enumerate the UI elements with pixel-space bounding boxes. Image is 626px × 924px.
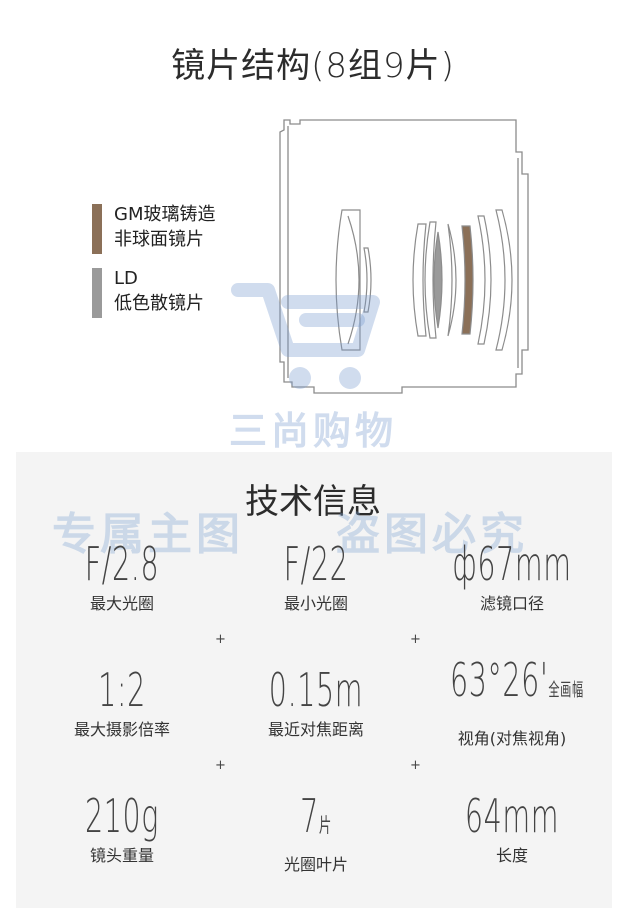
spec-angle-of-view: 63°26'全画幅 视角(对焦视角) [450,653,584,748]
legend-swatch-gray [92,268,102,318]
spec-weight: 210g 镜头重量 [84,789,160,865]
ld-element [433,231,443,329]
cart-watermark-icon [231,283,380,389]
spec-min-focus-distance: 0.15m 最近对焦距离 [267,663,364,739]
legend-swatch-brown [92,204,102,254]
legend-label: GM玻璃铸造 非球面镜片 [114,204,216,250]
spec-max-magnification: 1:2 最大摄影倍率 [73,663,170,739]
spec-filter-diameter: ф67mm 滤镜口径 [452,537,572,613]
watermark-overlay: 专属主图 盗图必究 [0,498,626,560]
spec-min-aperture: F/22 最小光圈 [283,537,349,613]
tech-info-title: 技术信息 [245,482,381,522]
gm-aspherical-element [461,225,474,335]
lens-cross-section-diagram [279,119,529,394]
watermark-right: 盗图必究 [336,509,528,560]
separator-plus: + [215,632,226,647]
spec-aperture-blades: 7片 光圈叶片 [283,789,348,874]
lens-structure-section [0,0,626,452]
lens-structure-title: 镜片结构(8组9片) [171,46,455,86]
tech-info-panel [16,452,612,908]
spec-length: 64mm 长度 [464,789,560,865]
watermark-left: 专属主图 [52,509,244,560]
separator-plus: + [215,758,226,773]
spec-max-aperture: F/2.8 最大光圈 [84,537,160,613]
separator-plus: + [410,632,421,647]
separator-plus: + [410,758,421,773]
legend-label: LD 低色散镜片 [114,268,204,314]
store-watermark: 三尚购物 [228,409,397,453]
